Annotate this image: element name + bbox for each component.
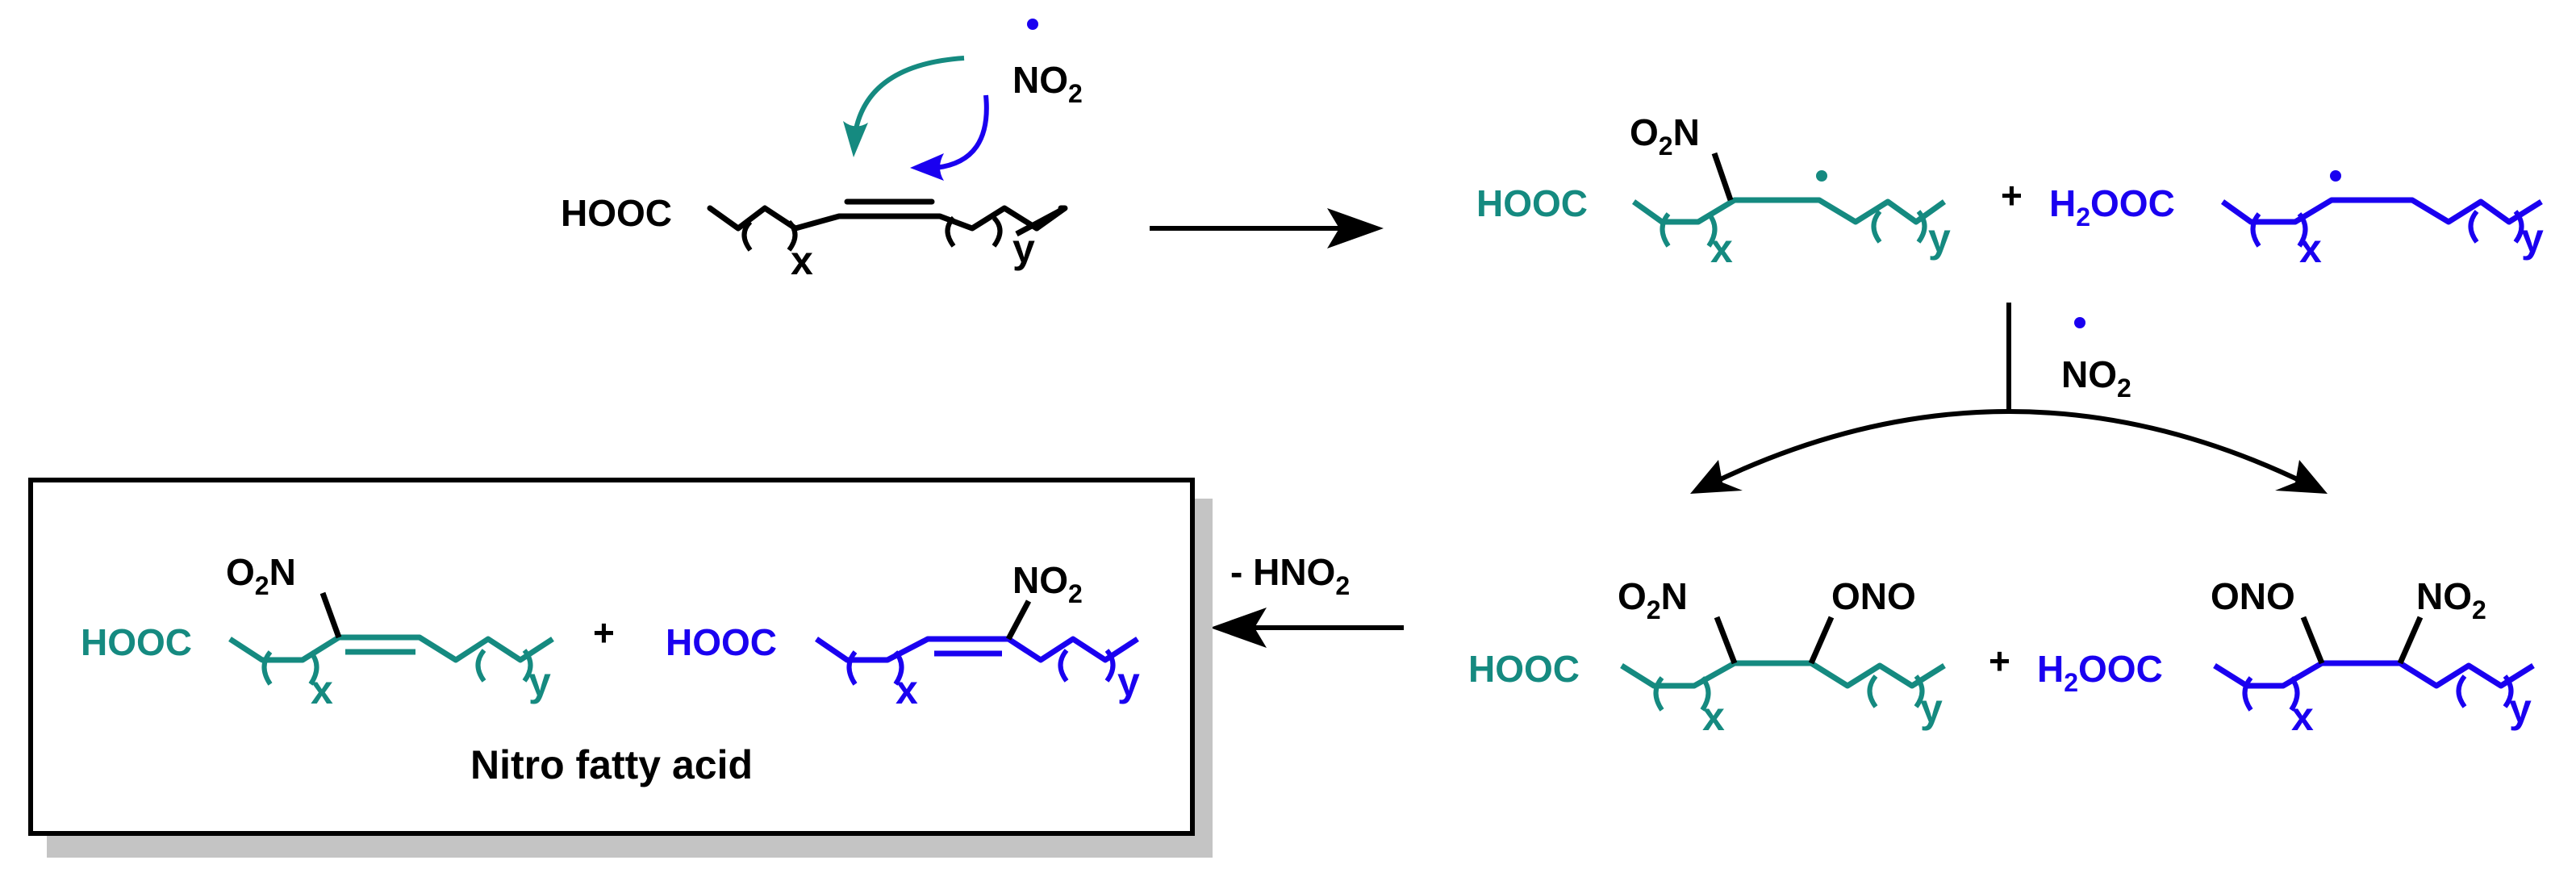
teal-intermediate-acid-label: HOOC	[1468, 648, 1580, 690]
teal-product-y-label: y	[528, 659, 551, 704]
blue-radical-acid-label: H2OOC	[2049, 182, 2175, 232]
blue-arrowhead-icon	[910, 153, 944, 181]
teal-radical-y-label: y	[1928, 215, 1951, 261]
blue-intermediate-acid-label: H2OOC	[2037, 648, 2163, 697]
second-radical-dot-icon	[2074, 317, 2085, 328]
electron-push-arrows	[843, 56, 989, 181]
product-box: HOOC O2N x y + HOOC NO2	[28, 478, 1213, 858]
product-box-frame	[28, 478, 1195, 836]
blue-intermediate-y-label: y	[2509, 686, 2532, 731]
reaction-arrow-1	[1150, 208, 1384, 248]
alkyl-radical-blue: H2OOC x y	[2049, 170, 2544, 271]
blue-product-nitro-label: NO2	[1012, 559, 1083, 608]
blue-intermediate-x-label: x	[2291, 694, 2314, 739]
elimination-label: - HNO2	[1230, 551, 1350, 600]
teal-radical-dot-icon	[1816, 170, 1827, 182]
teal-radical-acid-label: HOOC	[1476, 182, 1588, 224]
blue-product-x-label: x	[896, 667, 918, 712]
plus-sign: +	[2001, 174, 2023, 216]
elimination-arrowhead-icon	[1210, 608, 1267, 648]
reagent-no2-label: NO2	[1012, 59, 1083, 108]
nitroalkyl-radical-teal: HOOC O2N x y	[1476, 111, 1951, 271]
second-no2-addition: NO2	[1690, 303, 2328, 494]
teal-radical-x-label: x	[1710, 226, 1733, 271]
starting-fatty-acid: HOOC x y	[561, 192, 1068, 283]
start-x-label: x	[791, 238, 813, 283]
start-y-label: y	[1012, 226, 1035, 271]
second-no2-label: NO2	[2061, 353, 2131, 403]
no2-radical-reagent: NO2	[1012, 19, 1083, 108]
teal-product-x-label: x	[311, 667, 333, 712]
blue-product-acid-label: HOOC	[666, 621, 777, 663]
blue-radical-dot-icon	[2330, 170, 2341, 182]
blue-radical-y-label: y	[2521, 215, 2544, 261]
blue-intermediate-nitro-label: NO2	[2416, 575, 2486, 624]
teal-product-acid-label: HOOC	[81, 621, 192, 663]
blue-curved-arrow	[935, 94, 989, 170]
teal-curved-arrow	[853, 56, 965, 134]
blue-radical-x-label: x	[2299, 226, 2322, 271]
start-acid-label: HOOC	[561, 192, 672, 234]
nitro-nitrite-intermediate-teal: HOOC O2N ONO x y	[1468, 575, 1946, 739]
nitrite-nitro-intermediate-blue: H2OOC ONO NO2 x y	[2037, 575, 2535, 739]
plus-sign-3: +	[593, 612, 615, 654]
nitroalkene-product-blue: HOOC NO2 x y	[666, 559, 1140, 712]
teal-intermediate-nitrite-label: ONO	[1831, 575, 1916, 617]
nitroalkene-product-teal: HOOC O2N x y	[81, 551, 554, 712]
radical-dot-icon	[1027, 19, 1038, 30]
split-arrowhead-left-icon	[1690, 460, 1743, 494]
teal-intermediate-x-label: x	[1702, 694, 1725, 739]
teal-arrowhead-icon	[843, 121, 868, 157]
teal-radical-nitro-label: O2N	[1630, 111, 1700, 161]
teal-intermediate-nitro-label: O2N	[1618, 575, 1688, 624]
elimination-step: - HNO2	[1210, 551, 1404, 648]
teal-intermediate-y-label: y	[1920, 686, 1943, 731]
plus-sign-2: +	[1989, 640, 2010, 682]
blue-intermediate-nitrite-label: ONO	[2211, 575, 2295, 617]
product-box-title: Nitro fatty acid	[470, 742, 753, 787]
teal-product-nitro-label: O2N	[226, 551, 296, 600]
blue-product-y-label: y	[1117, 659, 1140, 704]
split-arrowhead-right-icon	[2275, 460, 2328, 494]
